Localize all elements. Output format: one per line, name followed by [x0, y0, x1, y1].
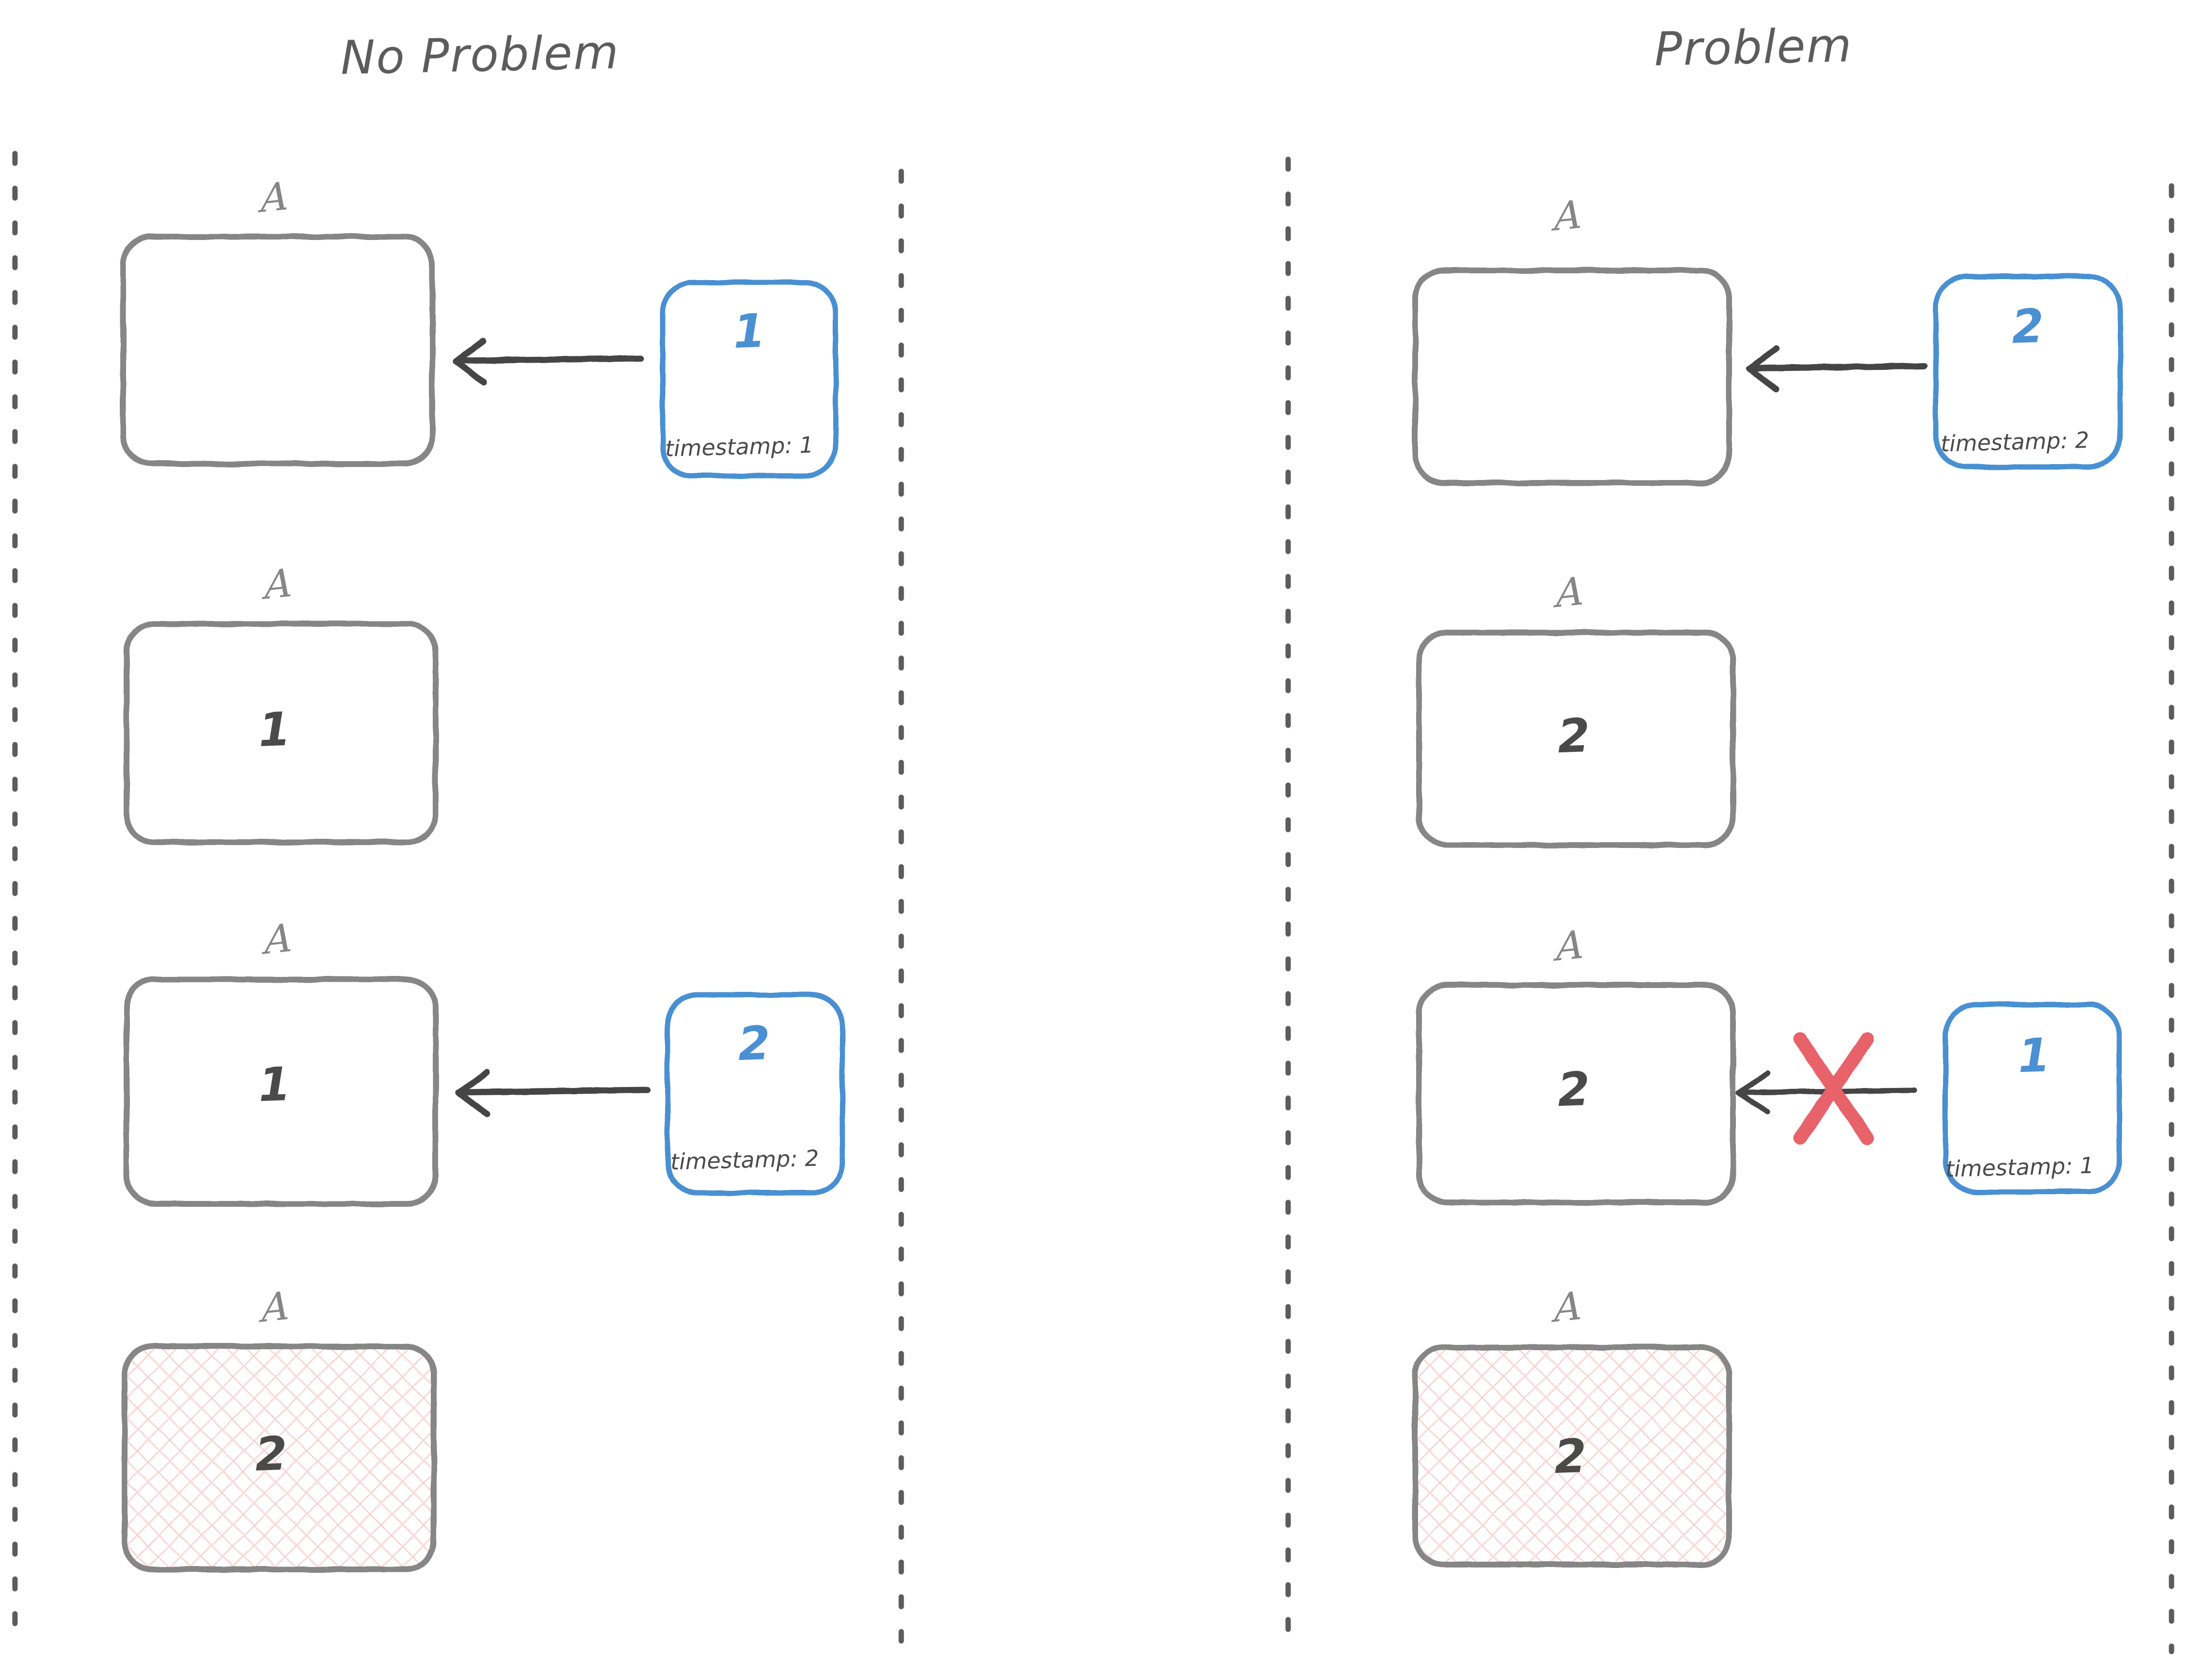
- node-box-filled[interactable]: [1412, 1344, 1732, 1567]
- node-label-left-1: A: [261, 173, 289, 222]
- message-value-right-1: 2: [2011, 298, 2045, 354]
- left-row-2: [124, 621, 439, 845]
- red-x-icon: [1793, 1032, 1874, 1145]
- dividers: [12, 151, 2174, 1654]
- node-value-left-2: 1: [257, 702, 292, 758]
- left-row-1: [120, 234, 838, 479]
- message-box[interactable]: [1933, 273, 2123, 470]
- node-box[interactable]: [124, 621, 439, 845]
- node-value-left-4: 2: [254, 1426, 288, 1482]
- message-timestamp-left-1: timestamp: 1: [665, 431, 814, 462]
- node-box[interactable]: [120, 234, 435, 466]
- node-box[interactable]: [1416, 630, 1736, 848]
- right-row-4: [1412, 1344, 1732, 1567]
- node-box[interactable]: [124, 976, 439, 1207]
- message-value-left-1: 1: [732, 303, 767, 359]
- node-label-right-1: A: [1554, 191, 1582, 240]
- left-row-3: [124, 976, 845, 1207]
- right-row-3: [1416, 982, 2122, 1205]
- message-timestamp-right-1: timestamp: 2: [1940, 426, 2090, 457]
- node-value-left-3: 1: [257, 1057, 292, 1113]
- message-value-left-3: 2: [737, 1016, 771, 1072]
- right-row-2: [1416, 630, 1736, 848]
- node-label-right-2: A: [1556, 568, 1584, 617]
- right-row-1: [1412, 268, 2123, 486]
- node-value-right-4: 2: [1553, 1428, 1588, 1484]
- node-label-left-4: A: [262, 1283, 290, 1331]
- node-box[interactable]: [1412, 268, 1732, 486]
- message-timestamp-right-3: timestamp: 1: [1945, 1152, 2095, 1183]
- node-label-right-4: A: [1554, 1283, 1582, 1331]
- node-box[interactable]: [1416, 982, 1736, 1205]
- node-value-right-2: 2: [1557, 708, 1591, 764]
- message-box[interactable]: [1943, 1002, 2122, 1195]
- panel-title-problem: Problem: [1653, 18, 1853, 77]
- node-label-left-3: A: [265, 915, 293, 963]
- left-arrow-icon: [453, 338, 644, 386]
- node-label-right-3: A: [1556, 921, 1584, 970]
- panel-title-no-problem: No Problem: [340, 25, 620, 85]
- node-box-filled[interactable]: [122, 1343, 437, 1572]
- left-row-4: [122, 1343, 437, 1572]
- message-box[interactable]: [660, 280, 838, 479]
- message-timestamp-left-3: timestamp: 2: [670, 1144, 820, 1175]
- node-value-right-3: 2: [1557, 1061, 1591, 1117]
- message-box[interactable]: [665, 992, 845, 1196]
- message-value-right-3: 1: [2017, 1028, 2051, 1084]
- node-label-left-2: A: [265, 560, 293, 608]
- left-arrow-icon: [455, 1069, 651, 1117]
- left-arrow-icon: [1746, 345, 1928, 393]
